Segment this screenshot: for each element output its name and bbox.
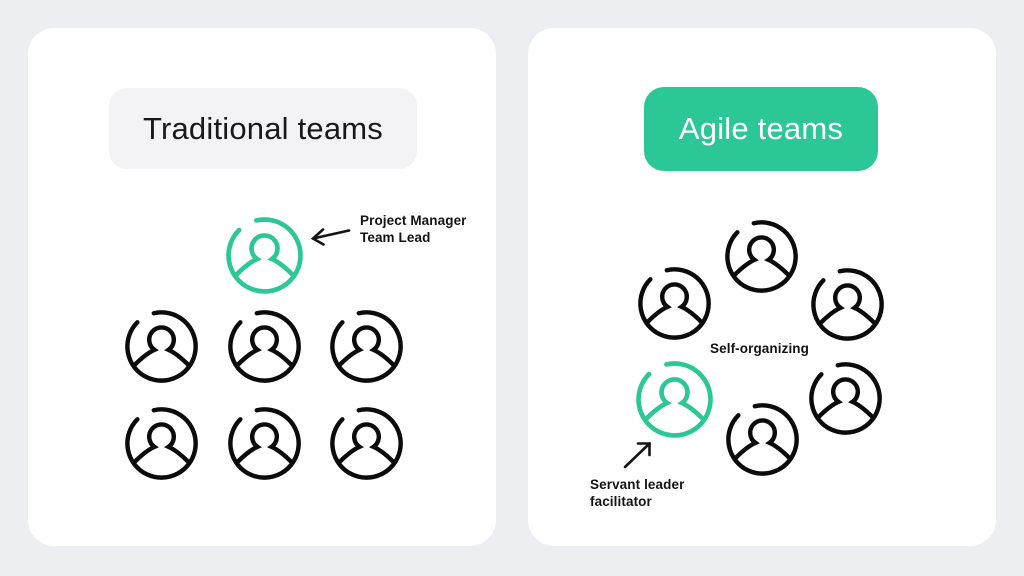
person-circle-icon [329,406,404,481]
person-circle-icon [227,309,302,384]
self-organizing-label: Self-organizing [710,341,809,356]
person-circle-icon [808,361,883,436]
traditional-leader-label-line1: Project Manager [360,213,467,228]
person-circle-leader-icon [225,216,304,295]
person-circle-icon [724,219,799,294]
person-circle-icon [124,309,199,384]
agile-teams-card: Agile teams Self-organizing Ser [528,28,996,546]
person-circle-icon [124,406,199,481]
person-circle-icon [637,266,712,341]
traditional-leader-label-line2: Team Lead [360,230,431,245]
traditional-leader-label: Project Manager Team Lead [360,212,467,246]
agile-teams-title-badge: Agile teams [644,87,878,171]
person-circle-icon [227,406,302,481]
agile-leader-label-line2: facilitator [590,494,652,509]
agile-teams-title: Agile teams [678,111,844,146]
arrow-left-icon [308,226,352,246]
agile-leader-label-line1: Servant leader [590,477,685,492]
traditional-teams-card: Traditional teams Project Manager Team L… [28,28,496,546]
person-circle-leader-icon [635,360,714,439]
agile-leader-label: Servant leader facilitator [590,476,684,510]
arrow-up-right-icon [618,437,658,475]
traditional-teams-title-badge: Traditional teams [109,88,417,169]
traditional-teams-title: Traditional teams [142,110,384,146]
person-circle-icon [725,402,800,477]
person-circle-icon [329,309,404,384]
person-circle-icon [810,267,885,342]
